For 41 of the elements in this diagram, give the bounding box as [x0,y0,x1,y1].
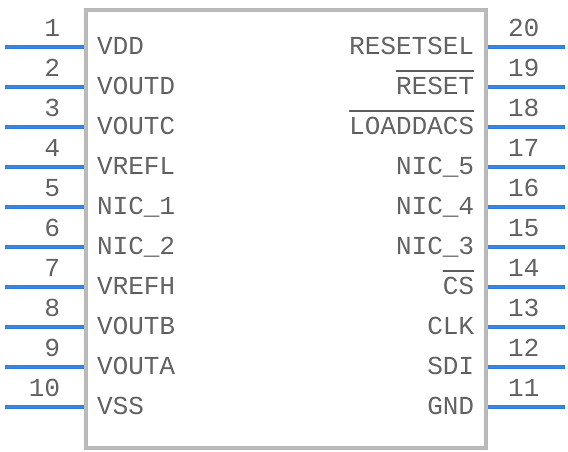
pin-name: NIC_3 [396,233,474,261]
pin-number: 14 [508,255,540,283]
pin-name: VREFH [97,273,176,301]
pin-name: VOUTA [97,353,176,381]
pin-number: 16 [508,175,540,203]
pin-name: GND [427,393,474,421]
pin-number: 8 [44,295,60,323]
pin-number: 20 [508,15,540,43]
pin-number: 15 [508,215,540,243]
pin-name: RESETSEL [349,33,474,61]
pin-name: VDD [97,33,144,61]
pin-name: LOADDACS [349,113,474,141]
pin-number: 6 [44,215,60,243]
pin-name: NIC_5 [396,153,474,181]
pin-number: 4 [44,135,60,163]
pin-number: 12 [508,335,540,363]
pin-number: 1 [44,15,60,43]
pin-name: NIC_2 [97,233,176,261]
pin-number: 17 [508,135,540,163]
chip-body [84,8,488,450]
pin-number: 7 [44,255,60,283]
pin-name: NIC_4 [396,193,474,221]
pin-name: VOUTD [97,73,176,101]
pin-name: CS [442,273,474,301]
pin-number: 2 [44,55,60,83]
pin-number: 18 [508,95,540,123]
pin-name: VREFL [97,153,176,181]
pin-number: 10 [28,375,60,403]
pin-name: CLK [427,313,474,341]
pin-number: 13 [508,295,540,323]
pin-number: 11 [508,375,540,403]
pin-name: VOUTB [97,313,176,341]
pin-name: SDI [427,353,474,381]
pin-name: VOUTC [97,113,176,141]
pin-name: VSS [97,393,144,421]
pin-number: 5 [44,175,60,203]
pin-number: 19 [508,55,540,83]
pin-number: 3 [44,95,60,123]
pin-number: 9 [44,335,60,363]
pin-name: NIC_1 [97,193,176,221]
pin-name: RESET [396,73,474,101]
